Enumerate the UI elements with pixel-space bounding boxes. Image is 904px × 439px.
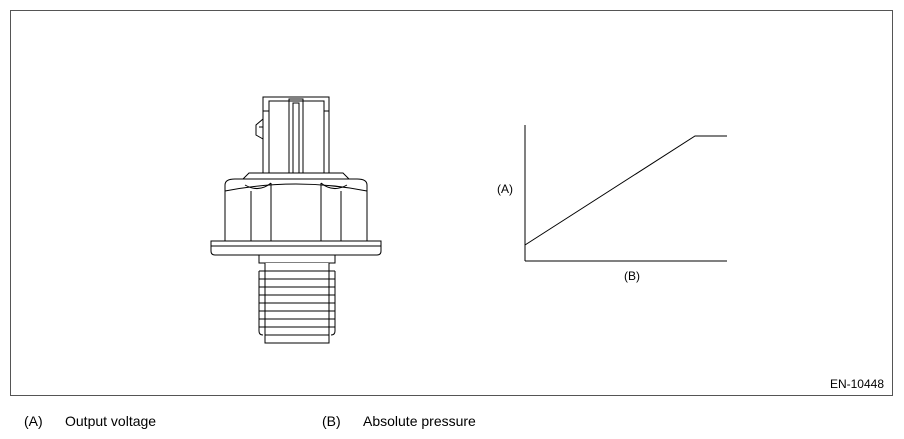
figure-frame: (A) (B) EN-10448 <box>10 10 893 396</box>
legend-item-b: (B) Absolute pressure <box>322 413 476 429</box>
pressure-sensor-icon <box>210 96 382 344</box>
legend-text: Output voltage <box>65 413 157 429</box>
characteristic-line <box>524 135 727 246</box>
figure-code: EN-10448 <box>829 377 884 391</box>
legend-text: Absolute pressure <box>363 413 476 429</box>
legend-item-a: (A) Output voltage <box>24 413 156 429</box>
x-axis-label: (B) <box>624 269 640 283</box>
output-graph <box>524 125 727 262</box>
legend-key: (B) <box>322 413 341 429</box>
legend-key: (A) <box>24 413 43 429</box>
y-axis-label: (A) <box>497 182 513 196</box>
